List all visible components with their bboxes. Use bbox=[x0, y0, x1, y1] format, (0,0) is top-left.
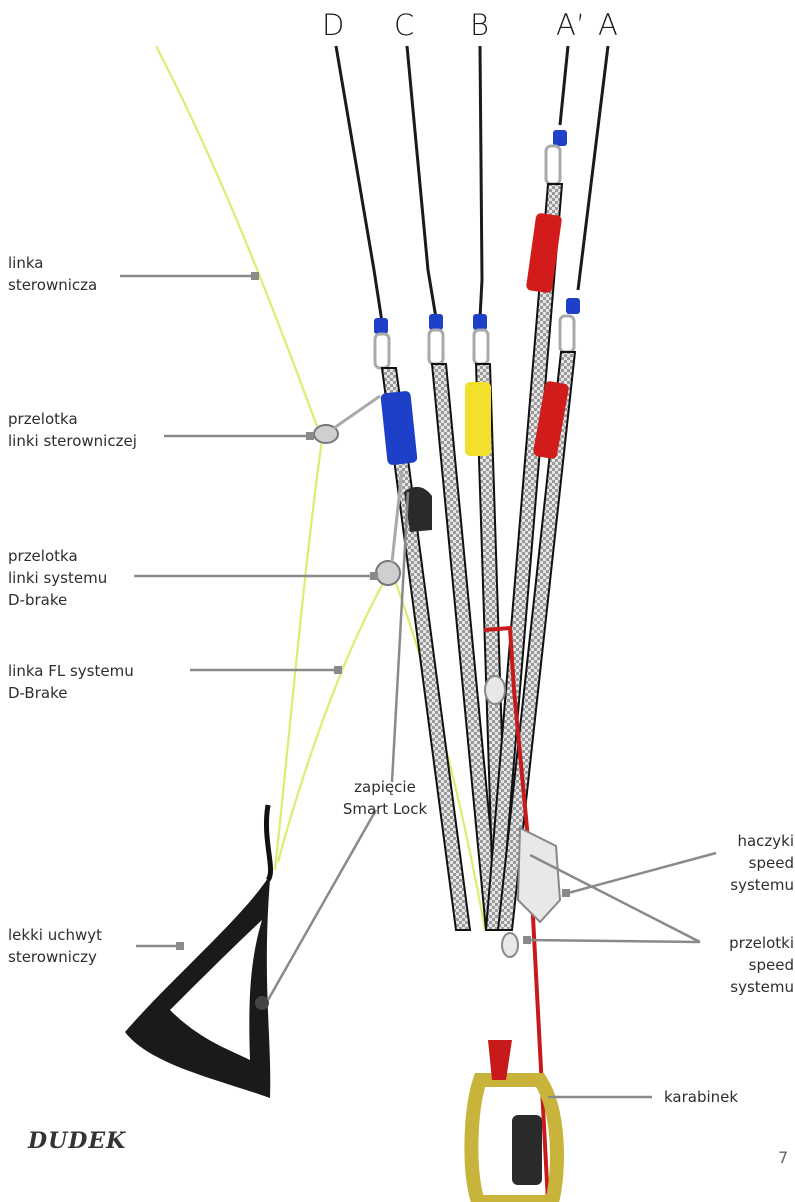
label-smart-lock: zapięcie Smart Lock bbox=[330, 776, 440, 820]
riser-label-b: B bbox=[470, 8, 489, 42]
riser-label-c: C bbox=[394, 8, 414, 42]
page-number: 7 bbox=[778, 1148, 788, 1167]
label-dbrake-pulley: przelotka linki systemu D-brake bbox=[8, 545, 107, 611]
label-brake-line: linka sterownicza bbox=[8, 252, 97, 296]
riser-label-d: D bbox=[322, 8, 344, 42]
riser-label-a: A bbox=[598, 8, 618, 42]
brake-line-pulley bbox=[314, 396, 380, 443]
brake-handle bbox=[125, 805, 271, 1098]
label-fl-line: linka FL systemu D-Brake bbox=[8, 660, 134, 704]
suspension-lines bbox=[336, 46, 608, 322]
riser-a-prime-sleeve-red bbox=[526, 213, 563, 294]
riser-label-a-prime: A’ bbox=[556, 8, 585, 42]
label-brake-line-pulley: przelotka linki sterowniczej bbox=[8, 408, 137, 452]
riser-b-sleeve-yellow bbox=[465, 382, 491, 456]
dudek-logo: DUDEK bbox=[28, 1128, 126, 1154]
riser-d-sleeve-blue bbox=[380, 391, 417, 466]
label-speed-pulleys: przelotki speed systemu bbox=[680, 932, 794, 998]
label-light-handle: lekki uchwyt sterowniczy bbox=[8, 924, 102, 968]
label-carabiner: karabinek bbox=[664, 1086, 738, 1108]
label-speed-hooks: haczyki speed systemu bbox=[680, 830, 794, 896]
